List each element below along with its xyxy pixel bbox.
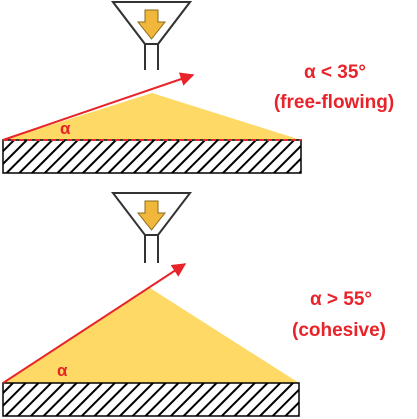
base-plate xyxy=(2,382,300,417)
angle-label: α xyxy=(60,119,71,138)
angle-arrow xyxy=(2,263,187,384)
category-text: (free-flowing) xyxy=(274,92,394,113)
panel-cohesive: α α > 55° (cohesive) xyxy=(2,192,386,417)
condition-text: α > 55° xyxy=(310,289,372,310)
funnel-icon xyxy=(110,192,193,263)
funnel-icon xyxy=(110,1,193,70)
panel-free-flowing: α α < 35° (free-flowing) xyxy=(2,1,394,174)
powder-pile xyxy=(3,93,301,140)
angle-arrow xyxy=(2,72,195,141)
category-text: (cohesive) xyxy=(292,320,386,341)
angle-label: α xyxy=(57,361,68,380)
down-arrow-icon xyxy=(136,9,167,40)
powder-pile xyxy=(3,288,299,383)
condition-text: α < 35° xyxy=(304,62,366,83)
base-plate xyxy=(2,139,302,174)
down-arrow-icon xyxy=(136,200,167,231)
